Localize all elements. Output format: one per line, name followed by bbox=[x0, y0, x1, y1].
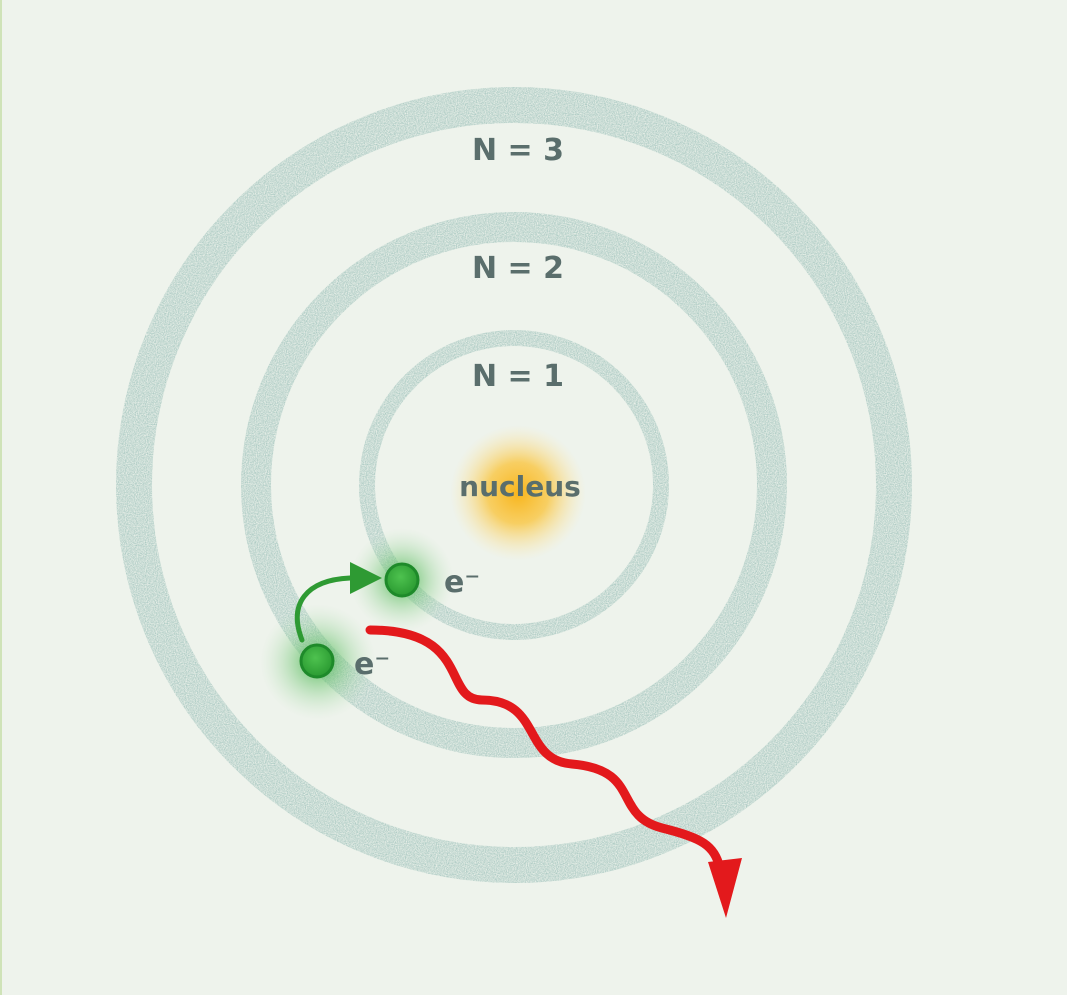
photon-arrow bbox=[365, 625, 742, 918]
electron-n2 bbox=[299, 643, 335, 679]
shell-label-n1: N = 1 bbox=[472, 359, 564, 394]
shell-ring-n1 bbox=[359, 330, 669, 640]
electron-label-n2: e⁻ bbox=[354, 647, 390, 682]
shell-ring-n2 bbox=[241, 212, 787, 758]
shell-label-n2: N = 2 bbox=[472, 251, 564, 286]
shell-rings bbox=[116, 87, 912, 883]
nucleus-glow bbox=[450, 425, 586, 561]
nucleus-label: nucleus bbox=[459, 470, 581, 503]
shell-label-n3: N = 3 bbox=[472, 133, 564, 168]
transition-arrow bbox=[295, 562, 382, 643]
electron-n1 bbox=[384, 562, 420, 598]
shell-ring-n3 bbox=[116, 87, 912, 883]
electron-label-n1: e⁻ bbox=[444, 565, 480, 600]
